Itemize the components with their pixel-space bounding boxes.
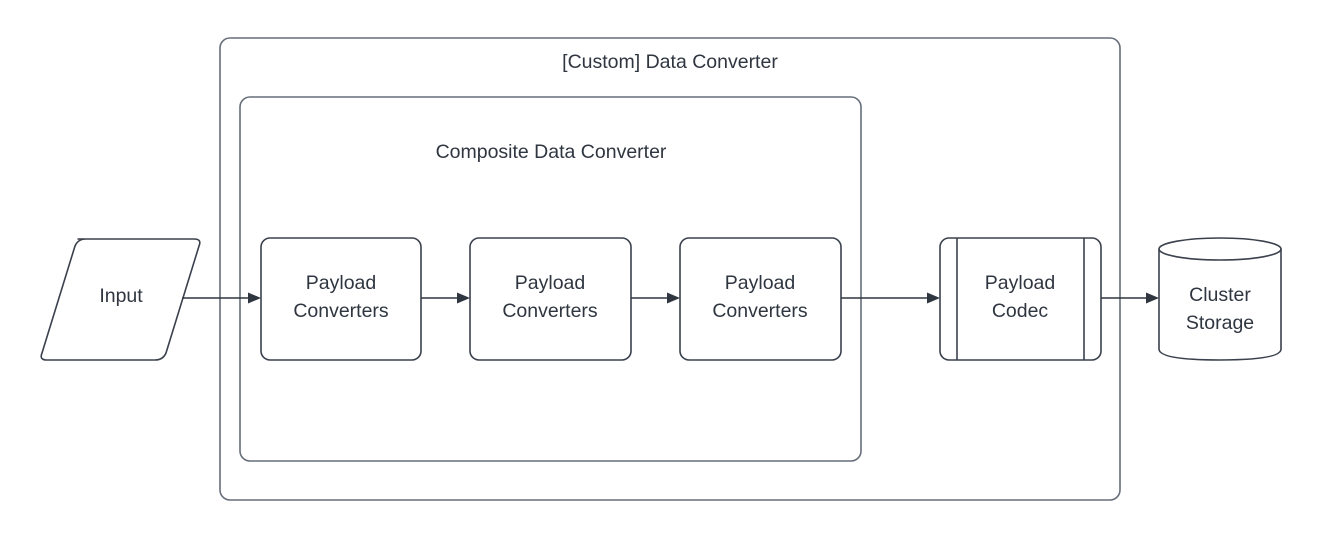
node-payload-codec-label-line2: Codec [992, 300, 1049, 322]
node-payload-converters-3[interactable] [679, 237, 842, 361]
connector-converter-1-to-converter-2 [421, 292, 470, 304]
node-payload-converters-3-label-line2: Converters [712, 300, 808, 322]
node-payload-converters-1-label-line1: Payload [306, 272, 376, 294]
node-payload-converters-1[interactable] [260, 237, 422, 361]
connector-input-to-converter-1-arrowhead [248, 292, 261, 304]
connector-codec-to-cluster-storage [1101, 292, 1159, 304]
node-cluster-storage[interactable] [1158, 237, 1282, 361]
node-cluster-storage-top [1158, 237, 1282, 261]
node-payload-converters-3-label-line1: Payload [725, 272, 795, 294]
connector-converter-3-to-codec [841, 292, 940, 304]
connector-codec-to-cluster-storage-arrowhead [1146, 292, 1159, 304]
node-cluster-storage-label-line1: Cluster [1189, 284, 1251, 306]
node-payload-codec-body [939, 237, 1102, 361]
node-payload-converters-1-label-line2: Converters [293, 300, 389, 322]
node-cluster-storage-label-line2: Storage [1186, 312, 1254, 334]
connector-converter-2-to-converter-3-arrowhead [667, 292, 680, 304]
container-composite-data-converter-title: Composite Data Converter [436, 141, 667, 163]
node-input[interactable] [40, 238, 201, 361]
node-cluster-storage-body [1158, 248, 1282, 361]
connector-input-to-converter-1 [182, 292, 261, 304]
node-payload-converters-2-label-line1: Payload [515, 272, 585, 294]
container-custom-data-converter-title: [Custom] Data Converter [562, 51, 778, 73]
connector-converter-1-to-converter-2-arrowhead [457, 292, 470, 304]
connector-converter-3-to-codec-arrowhead [927, 292, 940, 304]
node-payload-converters-2-label-line2: Converters [502, 300, 598, 322]
node-payload-converters-2[interactable] [469, 237, 632, 361]
node-input-label: Input [99, 285, 143, 307]
node-payload-codec-label-line1: Payload [985, 272, 1055, 294]
connector-converter-2-to-converter-3 [631, 292, 680, 304]
node-payload-codec[interactable] [939, 237, 1102, 361]
